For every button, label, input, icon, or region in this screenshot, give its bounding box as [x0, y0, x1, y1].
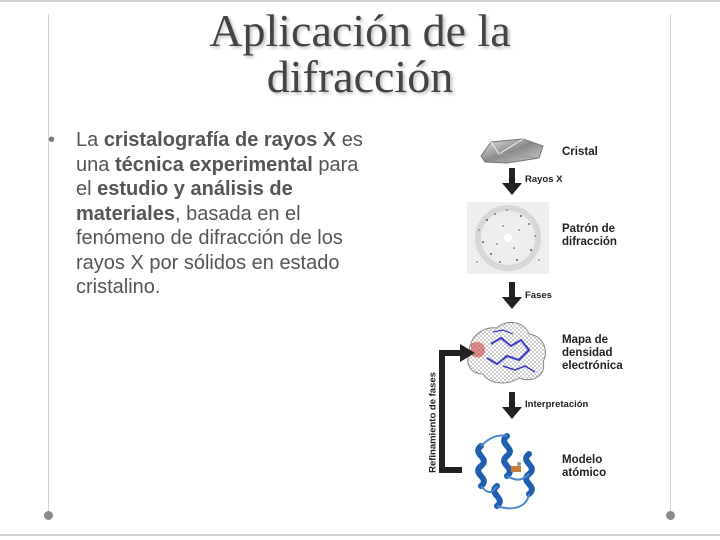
title-line-1: Aplicación de la: [209, 5, 511, 56]
frame-line-top: [0, 0, 720, 2]
frame-line-bottom: [0, 534, 720, 536]
label-fases: Fases: [525, 290, 552, 301]
atomic-model-image: [475, 433, 535, 510]
label-interpretacion: Interpretación: [525, 399, 589, 410]
slide-title: Aplicación de la difracción: [150, 8, 570, 100]
label-refinamiento: Refinamiento de fases: [427, 372, 439, 473]
arrow-fases-shaft: [509, 282, 515, 298]
electron-density-map-image: [467, 321, 546, 384]
label-patron: Patrón de difracción: [562, 223, 617, 248]
title-line-2: difracción: [266, 51, 454, 102]
label-modelo: Modelo atómico: [562, 454, 607, 479]
arrow-rayos-x-shaft: [509, 168, 515, 184]
frame-line-right: [670, 14, 671, 514]
bullet-text: La cristalografía de rayos X es una técn…: [76, 129, 363, 298]
label-rayos-x: Rayos X: [525, 174, 563, 185]
arrow-interpretacion-shaft: [509, 392, 515, 408]
bullet-paragraph: • La cristalografía de rayos X es una té…: [48, 128, 378, 300]
frame-line-left: [48, 14, 49, 514]
label-cristal: Cristal: [562, 146, 598, 158]
refinement-feedback-arrow: [439, 344, 475, 473]
crystal-image: [480, 138, 544, 164]
frame-dot-left: [44, 511, 53, 520]
diffraction-pattern-image: [467, 202, 549, 274]
label-mapa: Mapa de densidad electrónica: [562, 334, 623, 372]
arrow-down-icon: [502, 297, 522, 309]
frame-dot-right: [666, 511, 675, 520]
arrow-down-icon: [502, 407, 522, 419]
bullet-marker-icon: •: [48, 129, 56, 151]
crystallography-diagram: Cristal Rayos X Patrón de difracción Fas…: [405, 122, 652, 525]
arrow-down-icon: [502, 183, 522, 195]
